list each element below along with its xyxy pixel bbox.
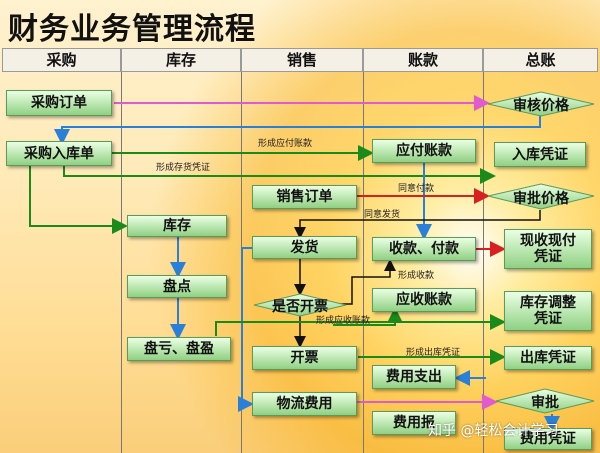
node-expense-payment: 费用支出: [372, 365, 456, 389]
node-cash-voucher: 现收现付 凭证: [504, 229, 592, 269]
node-logistics-cost: 物流费用: [252, 392, 357, 416]
node-inventory-adjustment-line1: 库存调整: [520, 295, 576, 311]
node-receivable: 应收账款: [372, 288, 476, 312]
edge-label-form-receivable: 形成应收账款: [316, 316, 371, 326]
column-header-purchase: 采购: [2, 48, 121, 72]
node-approve-label: 审批: [531, 395, 559, 411]
column-header-sales: 销售: [241, 48, 363, 72]
node-approve-price-label: 审批价格: [513, 191, 569, 207]
node-profit-loss: 盘亏、盘盈: [127, 337, 231, 361]
node-payable: 应付账款: [372, 139, 476, 163]
node-inventory-adjustment-voucher: 库存调整 凭证: [504, 291, 592, 331]
column-divider: [121, 72, 122, 453]
column-header-inventory: 库存: [121, 48, 241, 72]
node-sales-order: 销售订单: [252, 185, 357, 209]
edge-label-agree-pay: 同意付款: [398, 184, 435, 194]
column-divider: [363, 72, 364, 453]
edge-label-form-outbound-voucher: 形成出库凭证: [406, 348, 461, 358]
diamond-shape: [495, 388, 595, 414]
node-stocktake: 盘点: [127, 275, 227, 298]
node-expense-voucher: 费用凭证: [504, 428, 592, 450]
node-shipment: 发货: [252, 236, 357, 259]
diamond-shape: [487, 91, 595, 117]
edge-label-form-inventory-voucher: 形成存货凭证: [156, 163, 211, 173]
column-header-accounts: 账款: [363, 48, 483, 72]
edge-label-agree-ship: 同意发货: [364, 210, 401, 220]
node-purchase-receipt: 采购入库单: [6, 141, 112, 166]
node-cash-voucher-line2: 凭证: [534, 249, 562, 265]
edge-label-form-receipt: 形成收款: [398, 271, 435, 281]
node-inventory-adjustment-line2: 凭证: [534, 311, 562, 327]
watermark: 知乎 @轻松会计学习: [428, 423, 559, 439]
node-audit-price-label: 审核价格: [513, 98, 569, 114]
column-divider: [483, 72, 484, 453]
column-header-ledger: 总账: [483, 48, 598, 72]
node-outbound-voucher: 出库凭证: [504, 346, 592, 370]
node-expense-reimburse: 费用报: [372, 411, 456, 435]
node-cash-voucher-line1: 现收现付: [520, 233, 576, 249]
node-receipt-voucher: 入库凭证: [494, 142, 586, 167]
node-invoice-decision: 是否开票: [252, 293, 348, 317]
edge-label-form-payable: 形成应付账款: [258, 139, 313, 149]
diamond-shape: [487, 183, 595, 210]
node-purchase-order: 采购订单: [6, 90, 112, 116]
node-approve: 审批: [494, 388, 596, 414]
diamond-shape: [253, 293, 347, 317]
node-approve-price: 审批价格: [486, 183, 596, 210]
node-receipt-payment: 收款、付款: [372, 237, 476, 261]
node-invoicing: 开票: [252, 346, 357, 370]
node-inventory: 库存: [127, 215, 227, 237]
node-invoice-decision-label: 是否开票: [272, 299, 328, 315]
node-audit-price: 审核价格: [486, 91, 596, 117]
page-title: 财务业务管理流程: [8, 12, 256, 47]
